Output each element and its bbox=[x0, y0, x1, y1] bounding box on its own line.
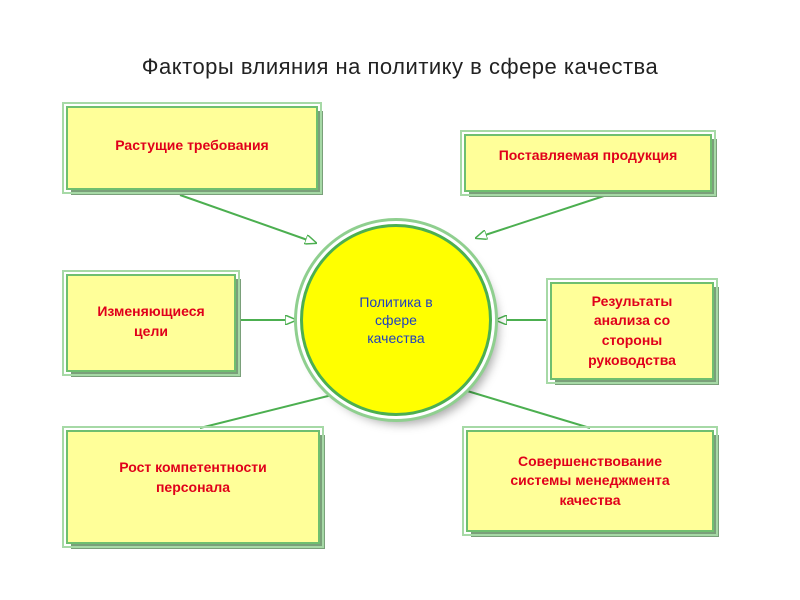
center-circle-quality-policy: Политика в сфере качества bbox=[300, 224, 492, 416]
factor-label: Рост компетентности персонала bbox=[119, 459, 267, 495]
factor-label: Поставляемая продукция bbox=[498, 147, 678, 163]
factor-label: Растущие требования bbox=[115, 137, 269, 153]
factor-label: Совершенствование системы менеджмента ка… bbox=[510, 452, 670, 508]
factor-box-changing-goals: Изменяющиеся цели bbox=[62, 270, 240, 376]
factor-label: Изменяющиеся цели bbox=[97, 303, 205, 339]
arrow-top-left bbox=[179, 194, 316, 243]
diagram-title: Факторы влияния на политику в сфере каче… bbox=[141, 54, 659, 79]
arrow-bottom-right bbox=[444, 384, 591, 429]
arrow-top-right bbox=[476, 194, 608, 238]
arrow-bottom-left bbox=[199, 390, 352, 429]
factor-box-staff-competence: Рост компетентности персонала bbox=[62, 426, 324, 548]
factor-box-supplied-products: Поставляемая продукция bbox=[460, 130, 716, 196]
factor-box-qms-improvement: Совершенствование системы менеджмента ка… bbox=[462, 426, 718, 536]
factor-label: Результаты анализа со стороны руководств… bbox=[588, 292, 676, 368]
center-label: Политика в сфере качества bbox=[359, 293, 433, 347]
factor-box-growing-requirements: Растущие требования bbox=[62, 102, 322, 194]
factor-box-management-review: Результаты анализа со стороны руководств… bbox=[546, 278, 718, 384]
